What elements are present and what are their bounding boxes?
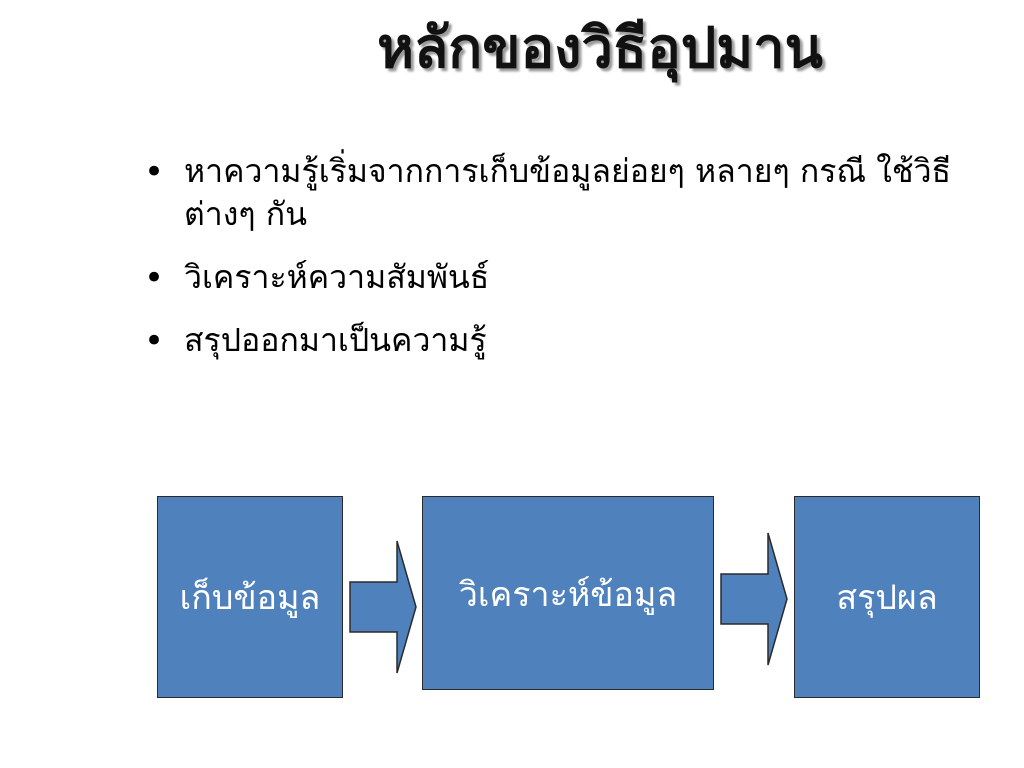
bullet-text: วิเคราะห์ความสัมพันธ์ [184, 257, 490, 296]
flow-arrow-right-icon [349, 540, 417, 674]
bullet-dot-icon: • [144, 257, 165, 298]
bullet-dot-icon: • [144, 320, 165, 361]
bullet-item: • หาความรู้เริ่มจากการเก็บข้อมูลย่อยๆ หล… [140, 150, 1000, 236]
slide-title: หลักของวิธีอุปมาน [377, 15, 823, 81]
bullet-item: • วิเคราะห์ความสัมพันธ์ [140, 256, 1000, 299]
flow-step-label: เก็บข้อมูล [179, 578, 321, 618]
flow-step-analyze-data: วิเคราะห์ข้อมูล [422, 496, 714, 690]
bullet-text: หาความรู้เริ่มจากการเก็บข้อมูลย่อยๆ หลาย… [184, 152, 952, 233]
flow-arrow-right-icon [720, 532, 788, 666]
bullet-dot-icon: • [144, 152, 165, 192]
bullet-text: สรุปออกมาเป็นความรู้ [184, 320, 487, 359]
flow-step-conclude: สรุปผล [794, 496, 980, 698]
flow-step-label: สรุปผล [836, 578, 938, 618]
flow-step-collect-data: เก็บข้อมูล [157, 496, 343, 698]
bullet-item: • สรุปออกมาเป็นความรู้ [140, 319, 1000, 362]
bullet-list: • หาความรู้เริ่มจากการเก็บข้อมูลย่อยๆ หล… [140, 150, 1000, 382]
flow-step-label: วิเคราะห์ข้อมูล [458, 575, 678, 615]
